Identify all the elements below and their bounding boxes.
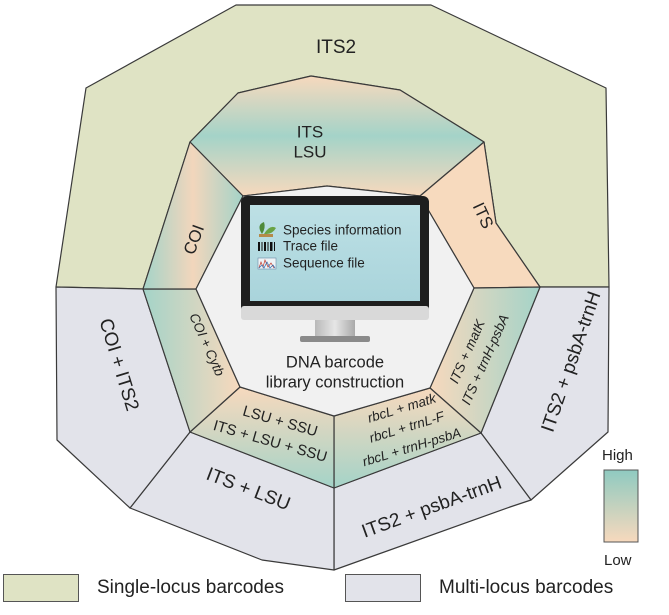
high-low-scale-bar [603,469,639,543]
monitor-bezel-bottom [241,306,429,320]
legend-multi-swatch [345,574,421,602]
middle-label-top-line2: LSU [293,142,326,161]
barcode-icon [258,242,275,251]
monitor-item-species: Species information [283,223,402,238]
middle-label-top-line1: ITS [297,122,323,141]
legend-multi-locus: Multi-locus barcodes [345,574,613,602]
monitor-item-sequence: Sequence file [283,256,365,271]
outer-segment-coi-its2 [55,286,191,509]
monitor: Species information Trace file Sequence … [241,196,429,342]
monitor-screen [250,205,420,301]
monitor-caption-line2: library construction [266,373,404,391]
legend-multi-label: Multi-locus barcodes [439,577,614,598]
monitor-base [300,336,370,342]
legend-single-label: Single-locus barcodes [97,577,284,598]
monitor-item-trace: Trace file [283,239,338,254]
monitor-caption-line1: DNA barcode [286,353,384,371]
middle-ring [142,75,541,489]
monitor-stand [315,320,355,338]
outer-label-top: ITS2 [316,37,356,58]
plant-icon [259,222,276,237]
chromatogram-icon [257,257,277,270]
legend-single-locus: Single-locus barcodes [3,574,284,602]
scale-high-label: High [602,447,633,464]
outer-ring [55,4,610,571]
scale-low-label: Low [604,552,632,569]
legend-single-swatch [3,574,79,602]
